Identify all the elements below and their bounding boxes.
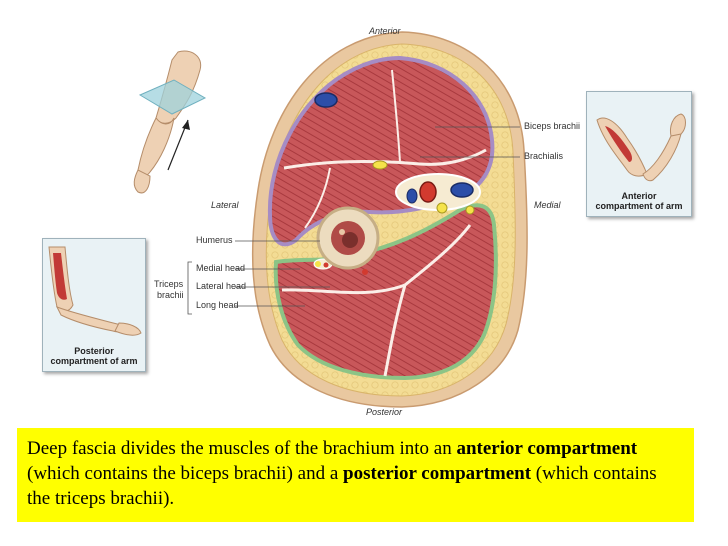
biceps-brachialis-septum <box>283 148 487 170</box>
profunda-artery <box>323 262 329 268</box>
flexed-hand <box>670 113 686 137</box>
posterior-muscle-highlight <box>53 253 67 300</box>
caption-bold-anterior: anterior compartment <box>456 438 638 459</box>
triceps-septum-long <box>383 284 407 377</box>
caption-bold-posterior: posterior compartment <box>343 463 532 484</box>
flexed-arm-illustration <box>596 113 686 182</box>
basilic-vein <box>450 182 474 198</box>
anterior-compartment-inset: Anterior compartment of arm <box>586 91 692 217</box>
cutting-plane <box>138 79 207 115</box>
biceps-heads-septum <box>391 69 401 163</box>
flexed-forearm <box>642 129 682 182</box>
cephalic-vein <box>314 92 338 108</box>
medial-label: Medial <box>534 200 561 210</box>
extended-arm-illustration <box>48 246 142 336</box>
humerus-label: Humerus <box>196 235 233 245</box>
musculocutaneous-nerve <box>372 160 388 170</box>
biceps-label: Biceps brachii <box>524 121 581 131</box>
leader-lines <box>187 126 520 315</box>
posterior-inset-caption-line1: Posterior <box>74 346 114 356</box>
median-nerve <box>436 202 448 214</box>
humerus-marrow-core <box>342 232 358 248</box>
posterior-inset-caption: Posterior compartment of arm <box>43 346 145 366</box>
anterior-inset-caption: Anterior compartment of arm <box>587 191 691 211</box>
triceps-label-line1: Triceps <box>154 279 184 289</box>
brachialis-septum <box>304 167 331 229</box>
anterior-inset-caption-line1: Anterior <box>621 191 657 201</box>
triceps-septum-medial <box>404 224 472 287</box>
brachial-artery <box>419 181 437 203</box>
posterior-label: Posterior <box>366 407 403 417</box>
extended-forearm <box>55 306 122 333</box>
medial-head-label: Medial head <box>196 263 246 273</box>
posterior-inset-caption-line2: compartment of arm <box>50 356 138 366</box>
ulnar-nerve <box>465 205 475 215</box>
hand-drawing <box>133 169 151 194</box>
arm-orientation-drawing <box>133 50 207 194</box>
long-head-label: Long head <box>196 300 239 310</box>
triceps-septum-lateral <box>281 283 406 295</box>
lateral-label: Lateral <box>211 200 239 210</box>
ulnar-collateral <box>362 269 368 275</box>
forearm-drawing <box>137 117 175 177</box>
anterior-label: Anterior <box>369 26 401 36</box>
radial-nerve <box>315 261 321 267</box>
view-arrow-head <box>182 120 190 130</box>
anterior-inset-caption-line2: compartment of arm <box>595 201 683 211</box>
triceps-label-line2: brachii <box>157 290 184 300</box>
lateral-head-label: Lateral head <box>196 281 247 291</box>
caption-text-1: Deep fascia divides the muscles of the b… <box>27 438 457 459</box>
caption-text-2: (which contains the biceps brachii) and … <box>27 463 344 484</box>
humerus-marrow-spot <box>339 229 345 235</box>
anterior-muscle-highlight <box>605 126 632 162</box>
brachialis-label: Brachialis <box>524 151 564 161</box>
extended-hand <box>114 322 142 336</box>
caption-text-3: (which contains the triceps brachii). <box>27 463 657 509</box>
posterior-compartment-inset: Posterior compartment of arm <box>42 238 146 372</box>
caption-box: Deep fascia divides the muscles of the b… <box>17 428 694 522</box>
brachial-vein <box>406 188 418 204</box>
